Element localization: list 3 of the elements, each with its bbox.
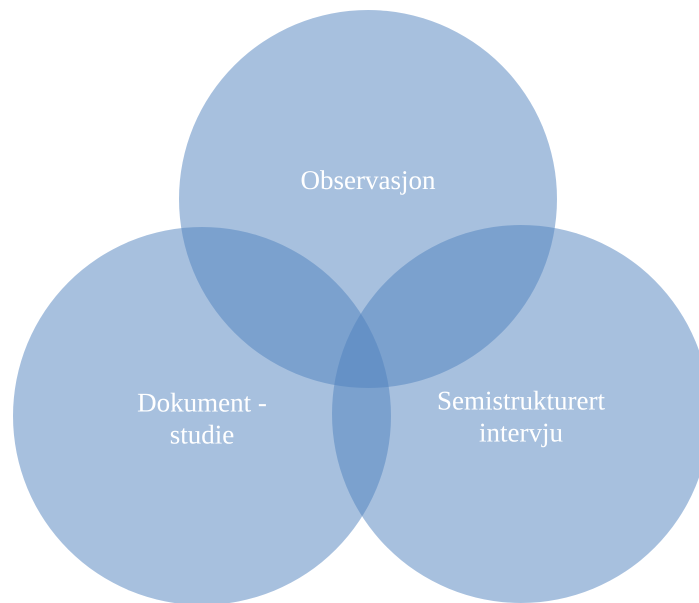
circle-label: Observasjon — [300, 164, 436, 196]
circle-label: Semistrukturert intervju — [436, 384, 606, 450]
circle-label: Dokument -studie — [136, 386, 268, 452]
